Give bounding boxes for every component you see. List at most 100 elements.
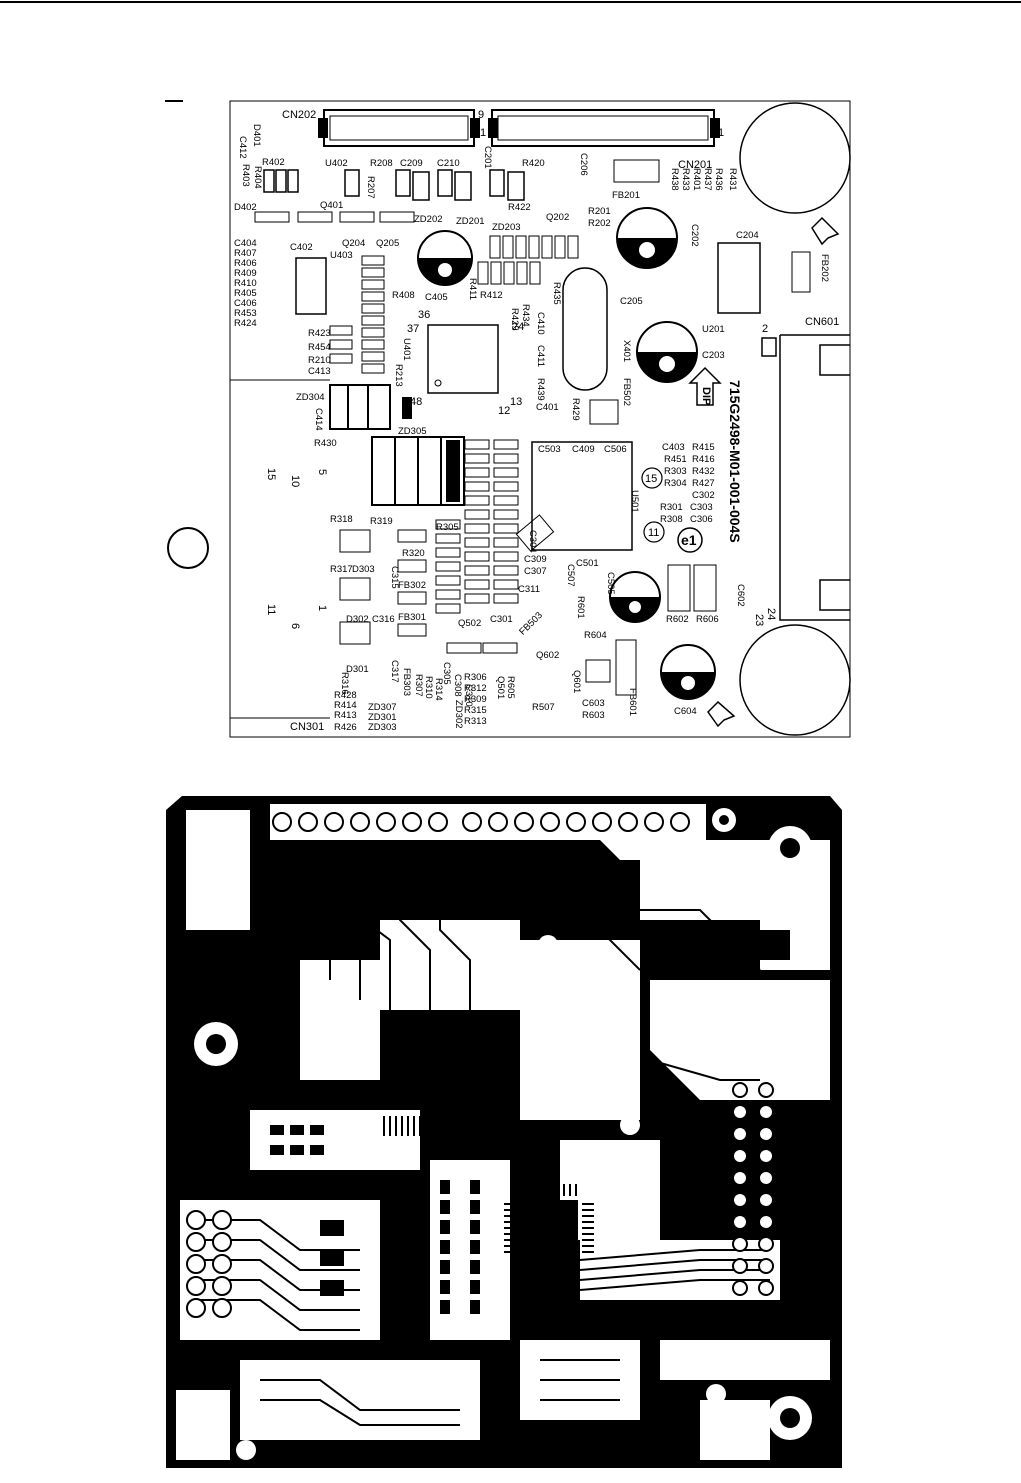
- cn202-connector: [318, 109, 480, 147]
- ref-label: R316: [339, 672, 350, 695]
- ref-label: C411: [535, 345, 546, 367]
- ref-label: R416: [692, 454, 715, 465]
- diode-block-zd305: [329, 384, 465, 506]
- connector-pads-left: [186, 1210, 232, 1318]
- ref-label: R304: [664, 478, 687, 489]
- ref-label: C402: [290, 242, 313, 253]
- mounting-hole-bottom-right: [739, 624, 851, 736]
- ref-label: R436: [713, 168, 724, 191]
- ref-label: R430: [314, 438, 337, 449]
- side-number: 1: [316, 605, 328, 611]
- ref-label: R507: [532, 702, 555, 713]
- ref-label: C410: [535, 312, 546, 335]
- ref-label: C201: [482, 146, 493, 169]
- ref-label: R407: [234, 248, 257, 259]
- ref-label: R603: [582, 710, 605, 721]
- silkscreen-layout-diagram: CN202 9 1 1 CN201 CN601 2 24 23 CN301 71…: [165, 100, 851, 738]
- mounting-holes: [194, 808, 812, 1460]
- label-cn202: CN202: [282, 109, 316, 121]
- diode-row-top: [263, 169, 525, 201]
- ref-label: ZD305: [398, 426, 427, 437]
- screw-arrow-bottom: [707, 700, 736, 728]
- ref-label: R453: [234, 308, 257, 319]
- ref-label: FB503: [517, 610, 545, 638]
- ref-label: C302: [692, 490, 715, 501]
- ref-label: C414: [313, 408, 324, 431]
- ref-label: R318: [330, 514, 353, 525]
- capacitor-c203: [636, 321, 698, 383]
- ref-label: R320: [402, 548, 425, 559]
- ref-label: R305: [436, 522, 459, 533]
- ref-label: FB302: [398, 580, 426, 591]
- ref-label: C602: [735, 584, 746, 607]
- ref-label: C316: [372, 614, 395, 625]
- ref-label: C412: [237, 136, 248, 159]
- alignment-circle: [167, 527, 209, 569]
- ref-label: R414: [334, 700, 357, 711]
- mark-11: 11: [648, 527, 659, 539]
- ref-label: ZD302: [453, 700, 464, 729]
- ref-label: C307: [524, 566, 547, 577]
- chip-pin-number: 37: [407, 323, 419, 335]
- ref-label: C405: [425, 292, 448, 303]
- ref-label: R454: [308, 342, 331, 353]
- ref-label: R312: [464, 683, 487, 694]
- ref-label: C404: [234, 238, 257, 249]
- labels-left: C412 D401 R402 R403 R404 D402 C404 R407 …: [234, 124, 375, 733]
- dip-mark: DIP: [700, 387, 712, 405]
- ref-label: C401: [536, 402, 559, 413]
- crystal-x401: [562, 267, 608, 391]
- capacitor-c405: [417, 230, 473, 286]
- ref-label: R413: [334, 710, 357, 721]
- label-cn201: CN201: [678, 159, 712, 171]
- ref-label: C505: [605, 572, 616, 595]
- capacitor-c505: [609, 571, 661, 623]
- ref-label: C317: [389, 660, 400, 683]
- ref-label: X401: [621, 340, 632, 362]
- label-cn301: CN301: [290, 721, 324, 733]
- ic-u501: [531, 441, 633, 551]
- fb202-footprint: [791, 251, 811, 293]
- ref-label: Q601: [571, 670, 582, 693]
- ref-label: ZD301: [368, 712, 397, 723]
- ref-label: C206: [578, 153, 589, 176]
- ref-label: C604: [674, 706, 697, 717]
- pin-number: 9: [478, 109, 484, 121]
- ref-label: C409: [572, 444, 595, 455]
- ref-label: Q401: [320, 200, 343, 211]
- ref-label: FB202: [819, 254, 830, 282]
- ref-label: R402: [262, 157, 285, 168]
- ref-label: C203: [702, 350, 725, 361]
- ref-label: R409: [234, 268, 257, 279]
- ref-label: R403: [240, 164, 251, 187]
- ref-label: R602: [666, 614, 689, 625]
- ref-label: C305: [441, 662, 452, 685]
- ref-label: Q602: [536, 650, 559, 661]
- ref-label: R433: [680, 168, 691, 191]
- ref-label: Q501: [495, 676, 506, 699]
- side-pin-numbers: 15 10 5 11 6 1: [265, 468, 328, 629]
- ref-label: ZD202: [414, 214, 443, 225]
- ref-label: R604: [584, 630, 607, 641]
- ref-label: C202: [689, 224, 700, 247]
- ref-label: C204: [736, 230, 759, 241]
- capacitor-c604: [660, 644, 716, 700]
- ref-label: R210: [308, 355, 331, 366]
- chip-pin-number: 12: [498, 405, 510, 417]
- copper-layer-diagram: [166, 796, 842, 1468]
- ref-label: R202: [588, 218, 611, 229]
- qfp-chip-pads: [504, 1184, 594, 1276]
- ref-label: C310: [463, 684, 474, 707]
- ref-label: C304: [527, 530, 538, 553]
- ref-label: R451: [664, 454, 687, 465]
- ref-label: C210: [437, 158, 460, 169]
- labels-bottom: R319 R305 R320 C315 FB302 C316 FB301 C31…: [368, 516, 746, 733]
- ref-label: C413: [308, 366, 331, 377]
- ref-label: R415: [692, 442, 715, 453]
- resistor-array-zd203: [477, 235, 579, 285]
- ref-label: ZD201: [456, 216, 485, 227]
- page-top-rule: [0, 1, 1021, 3]
- ref-label: ZD304: [296, 392, 325, 403]
- ref-label: FB201: [612, 190, 640, 201]
- ref-label: R439: [535, 378, 546, 401]
